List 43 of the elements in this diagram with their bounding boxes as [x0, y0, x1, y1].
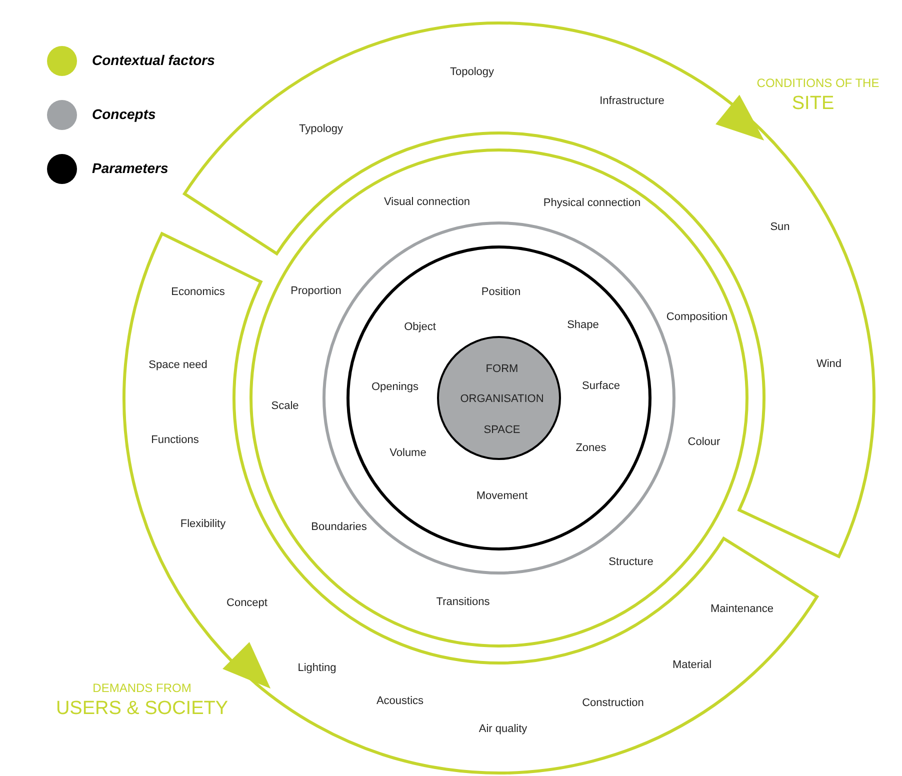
term-label: Lighting: [298, 662, 336, 674]
term-label: Topology: [450, 66, 494, 78]
term-label: Functions: [151, 434, 199, 446]
term-label: Movement: [476, 490, 528, 502]
term-label: Scale: [271, 400, 299, 412]
term-label: Acoustics: [376, 695, 424, 707]
term-label: Zones: [576, 442, 606, 454]
term-label: ORGANISATION: [460, 393, 544, 405]
term-label: Flexibility: [180, 518, 226, 530]
term-label: Surface: [582, 380, 620, 392]
term-label: Composition: [666, 311, 728, 323]
term-label: Visual connection: [384, 196, 470, 208]
term-label: Boundaries: [311, 521, 367, 533]
band-heading: DEMANDS FROM: [92, 681, 192, 695]
term-label: Space need: [148, 359, 208, 371]
term-label: SPACE: [484, 424, 520, 436]
term-label: Openings: [371, 381, 419, 393]
term-label: Concept: [226, 597, 268, 609]
band-heading: SITE: [792, 93, 834, 115]
term-label: Air quality: [478, 723, 528, 735]
term-label: Material: [672, 659, 712, 671]
term-label: Volume: [390, 447, 426, 459]
term-label: FORM: [486, 363, 518, 375]
term-label: Construction: [582, 697, 644, 709]
term-label: Transitions: [436, 596, 490, 608]
term-label: Economics: [171, 286, 225, 298]
term-label: Colour: [688, 436, 720, 448]
legend-label: Contextual factors: [92, 52, 215, 68]
band-heading: USERS & SOCIETY: [56, 698, 228, 720]
term-label: Wind: [816, 358, 842, 370]
term-label: Physical connection: [543, 197, 641, 209]
term-label: Position: [481, 286, 521, 298]
legend-label: Concepts: [92, 106, 156, 122]
term-label: Proportion: [290, 285, 342, 297]
legend-label: Parameters: [92, 160, 168, 176]
term-label: Typology: [298, 123, 344, 135]
term-label: Sun: [770, 221, 790, 233]
band-heading: CONDITIONS OF THE: [756, 76, 880, 90]
term-label: Shape: [567, 319, 599, 331]
term-label: Object: [404, 321, 436, 333]
term-label: Maintenance: [710, 603, 774, 615]
term-label: Infrastructure: [600, 95, 664, 107]
term-label: Structure: [608, 556, 654, 568]
